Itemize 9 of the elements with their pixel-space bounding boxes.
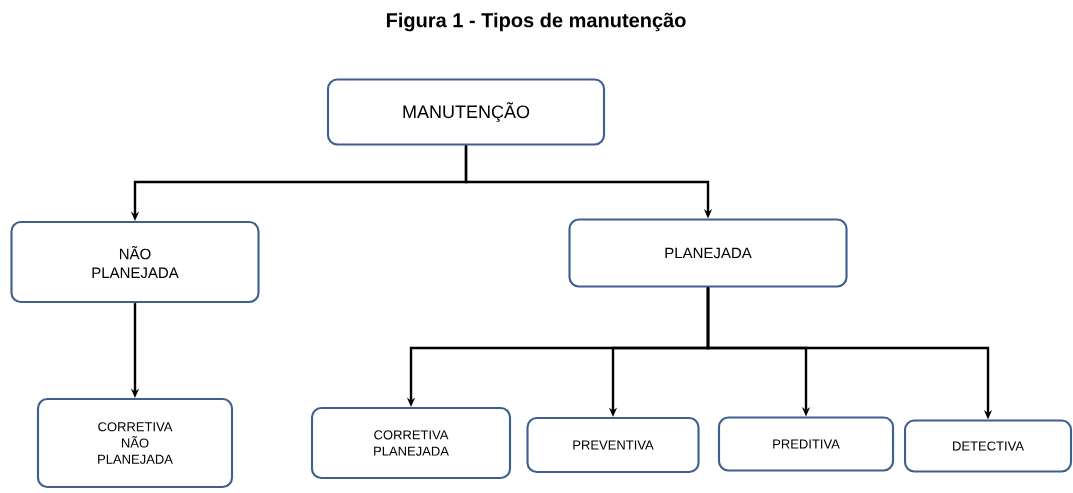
category-box: PLANEJADA (568, 218, 848, 288)
category-box: PREVENTIVA (526, 416, 700, 474)
category-box: MANUTENÇÃO (326, 78, 606, 146)
figure-title: Figura 1 - Tipos de manutenção (386, 12, 686, 32)
category-box: NÃO PLANEJADA (10, 220, 260, 304)
category-box: CORRETIVA NÃO PLANEJADA (36, 397, 234, 489)
category-box: DETECTIVA (903, 419, 1073, 473)
category-box: PREDITIVA (717, 416, 895, 472)
category-box: CORRETIVA PLANEJADA (310, 406, 512, 480)
